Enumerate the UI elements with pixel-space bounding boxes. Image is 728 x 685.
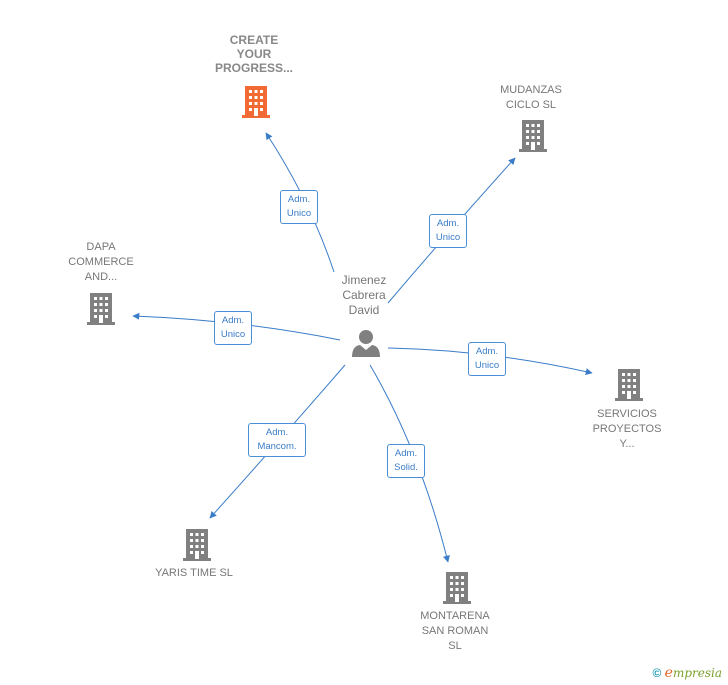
edge-label-montarena: Adm. Solid. (387, 444, 425, 478)
building-icon[interactable] (517, 118, 549, 157)
node-label-montarena[interactable]: MONTARENA SAN ROMAN SL (420, 610, 490, 652)
building-icon[interactable] (181, 527, 213, 566)
edge-label-mudanzas: Adm. Unico (429, 214, 467, 248)
brand-name: mpresia (672, 666, 722, 680)
building-icon[interactable] (441, 570, 473, 609)
building-icon[interactable] (613, 367, 645, 406)
person-icon[interactable] (350, 328, 382, 363)
edge-label-create: Adm. Unico (280, 190, 318, 224)
brand-logo-e: e (664, 665, 673, 681)
node-label-servicios[interactable]: SERVICIOS PROYECTOS Y... (592, 408, 662, 450)
node-label-create[interactable]: CREATE YOUR PROGRESS... (214, 33, 294, 75)
edge-label-yaris: Adm. Mancom. (248, 423, 306, 457)
node-label-mudanzas[interactable]: MUDANZAS CICLO SL (500, 84, 562, 111)
person-name[interactable]: Jimenez Cabrera David (341, 273, 387, 317)
node-label-yaris[interactable]: YARIS TIME SL (155, 567, 233, 579)
brand-footer[interactable]: © empresia (652, 665, 722, 681)
edge-label-servicios: Adm. Unico (468, 342, 506, 376)
building-icon[interactable] (85, 291, 117, 330)
node-label-dapa[interactable]: DAPA COMMERCE AND... (68, 241, 134, 283)
edge-label-dapa: Adm. Unico (214, 311, 252, 345)
copyright-symbol: © (652, 666, 662, 680)
building-icon[interactable] (240, 84, 272, 123)
